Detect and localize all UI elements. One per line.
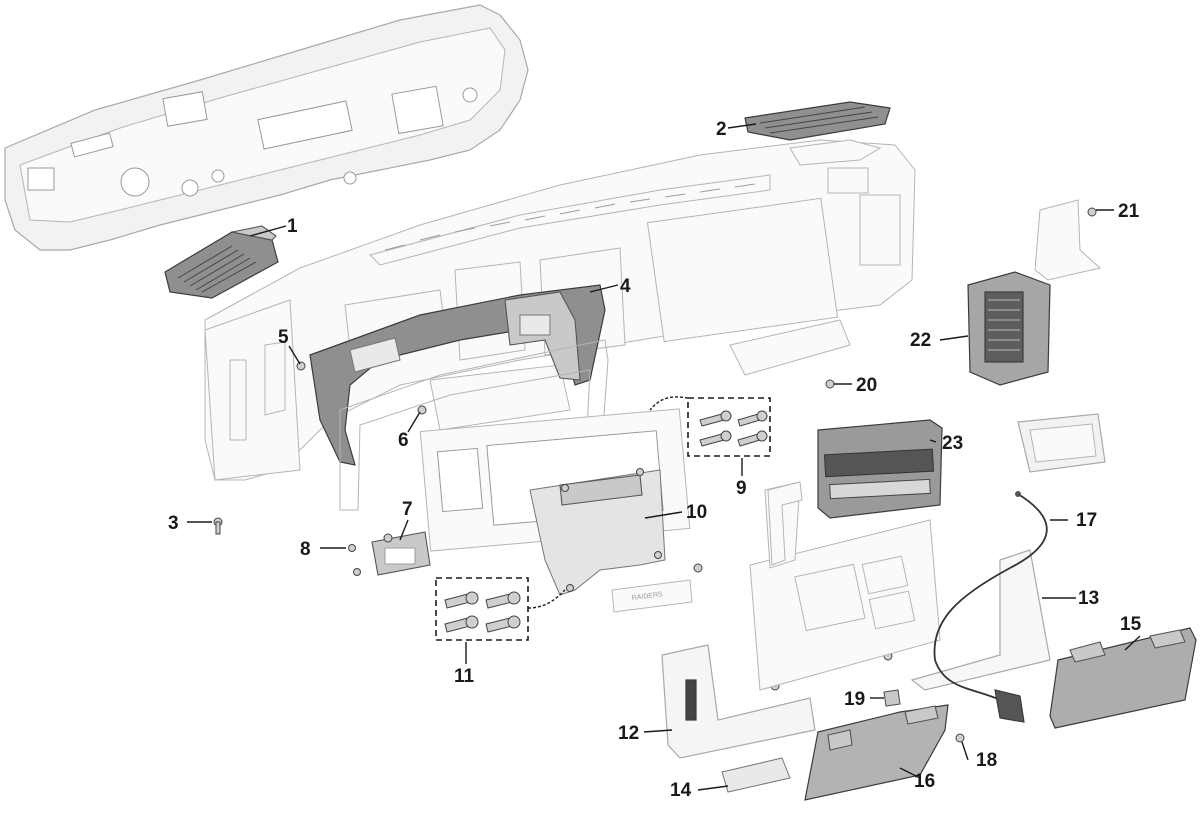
screw-18: [955, 733, 965, 743]
screw-8: [348, 544, 356, 552]
callout-7: 7: [402, 499, 413, 520]
hvac-control-panel: [817, 419, 943, 519]
clip-19: [883, 689, 901, 707]
callout-23: 23: [942, 433, 963, 454]
brand-plate-text: RAIDERS: [631, 591, 663, 602]
callout-9: 9: [736, 478, 747, 499]
knee-bolster: [804, 704, 949, 801]
leader-lines: [187, 123, 1141, 791]
callout-12: 12: [618, 723, 639, 744]
callout-16: 16: [914, 771, 935, 792]
callout-14: 14: [670, 780, 692, 801]
callout-21: 21: [1118, 201, 1140, 222]
screw-21: [1087, 207, 1097, 217]
fasteners: [213, 207, 1097, 743]
callout-10: 10: [686, 502, 707, 523]
callout-19: 19: [844, 689, 865, 710]
trim-piece-12: [661, 644, 816, 759]
callout-20: 20: [856, 375, 877, 396]
instrument-cluster: [749, 481, 941, 691]
callout-17: 17: [1076, 510, 1097, 531]
firewall-insulation-pad: [4, 4, 529, 251]
lower-steering-column-cover: [529, 468, 666, 596]
trim-piece-13: [910, 549, 1051, 691]
callout-11: 11: [454, 666, 475, 687]
callout-5: 5: [278, 327, 289, 348]
left-speaker-grille: [164, 225, 279, 299]
vertical-bracket: [767, 481, 803, 566]
bracket-part-7: [371, 531, 431, 576]
defrost-vent-grille: [744, 101, 891, 141]
callout-8: 8: [300, 539, 311, 560]
brand-plate: RAIDERS: [611, 579, 693, 613]
callout-15: 15: [1120, 614, 1142, 635]
callout-4: 4: [620, 276, 631, 297]
air-vent-outlet: [967, 271, 1051, 386]
screw-set-9: [649, 396, 771, 457]
screw-5: [296, 361, 306, 371]
glove-box-door: [1049, 627, 1197, 729]
ashtray: [1017, 413, 1106, 473]
callout-22: 22: [910, 330, 931, 351]
callout-1: 1: [287, 216, 298, 237]
corner-bracket-21: [1034, 199, 1102, 281]
small-tray: [721, 757, 791, 793]
callout-labels: 1 2 3 4 5 6 7 8 9 10 11 12 13 14 15 16 1…: [168, 119, 1142, 801]
screw-20: [825, 379, 835, 389]
callout-3: 3: [168, 513, 179, 534]
wiring-harness: [933, 491, 1048, 723]
callout-18: 18: [976, 750, 997, 771]
instrument-panel-carrier: [309, 284, 606, 466]
callout-13: 13: [1078, 588, 1099, 609]
callout-6: 6: [398, 430, 409, 451]
screw-set-11: [435, 577, 566, 641]
callout-2: 2: [716, 119, 727, 140]
